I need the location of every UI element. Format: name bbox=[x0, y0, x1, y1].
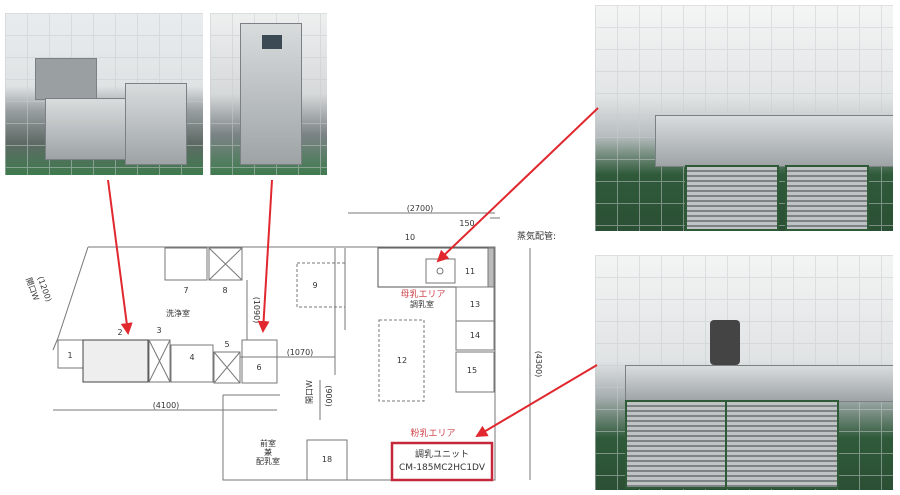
formula-unit-photo bbox=[595, 255, 893, 490]
label-18: 18 bbox=[322, 455, 332, 464]
formula-unit-box bbox=[390, 441, 494, 482]
dim-4100: (4100) bbox=[153, 401, 180, 410]
dim-150: 150 bbox=[459, 219, 474, 228]
unit-name: 調乳ユニット bbox=[415, 448, 469, 460]
arrow-photo3 bbox=[436, 107, 599, 263]
steam-pipe-label: 蒸気配管: bbox=[517, 230, 556, 242]
front-room-label-3: 配乳室 bbox=[256, 456, 280, 466]
label-3: 3 bbox=[156, 326, 161, 335]
label-12: 12 bbox=[397, 356, 407, 365]
dim-1090: (1090) bbox=[252, 297, 261, 324]
angled-wall bbox=[52, 246, 89, 351]
label-8: 8 bbox=[222, 286, 227, 295]
label-4: 4 bbox=[189, 353, 194, 362]
unit-model: CM-185MC2HC1DV bbox=[399, 463, 486, 473]
arrow-photo2 bbox=[257, 179, 273, 333]
arrow-photo4 bbox=[475, 364, 598, 438]
label-1: 1 bbox=[67, 351, 72, 360]
prep-room-label: 調乳室 bbox=[410, 299, 434, 309]
dim-2700: (2700) bbox=[407, 204, 434, 213]
breast-milk-area-counter-photo bbox=[595, 5, 893, 231]
label-11: 11 bbox=[465, 267, 475, 276]
dim-4300: (4300) bbox=[534, 351, 543, 378]
front-room-label-2: 兼 bbox=[264, 447, 272, 457]
label-13: 13 bbox=[470, 300, 480, 309]
outer-wall bbox=[88, 246, 496, 481]
front-room-label-1: 前室 bbox=[260, 438, 276, 448]
arrow-photo1 bbox=[107, 179, 133, 335]
washer-machine-photo bbox=[210, 13, 327, 175]
label-9: 9 bbox=[312, 281, 317, 290]
wash-room-label: 洗浄室 bbox=[166, 308, 190, 318]
label-7: 7 bbox=[183, 286, 188, 295]
dim-1070: (1070) bbox=[287, 348, 314, 357]
label-10: 10 bbox=[405, 233, 415, 242]
formula-area-label: 粉乳エリア bbox=[410, 427, 455, 439]
washing-equipment-photo bbox=[5, 13, 203, 175]
label-6: 6 bbox=[256, 363, 261, 372]
opening-mid-dim: (900) bbox=[324, 385, 333, 407]
label-2: 2 bbox=[117, 328, 122, 337]
label-15: 15 bbox=[467, 366, 477, 375]
opening-mid-label: 開口W bbox=[305, 380, 314, 404]
label-14: 14 bbox=[470, 331, 480, 340]
breast-milk-area-label: 母乳エリア bbox=[400, 288, 445, 300]
partition-wall bbox=[334, 248, 346, 375]
label-5: 5 bbox=[224, 340, 229, 349]
